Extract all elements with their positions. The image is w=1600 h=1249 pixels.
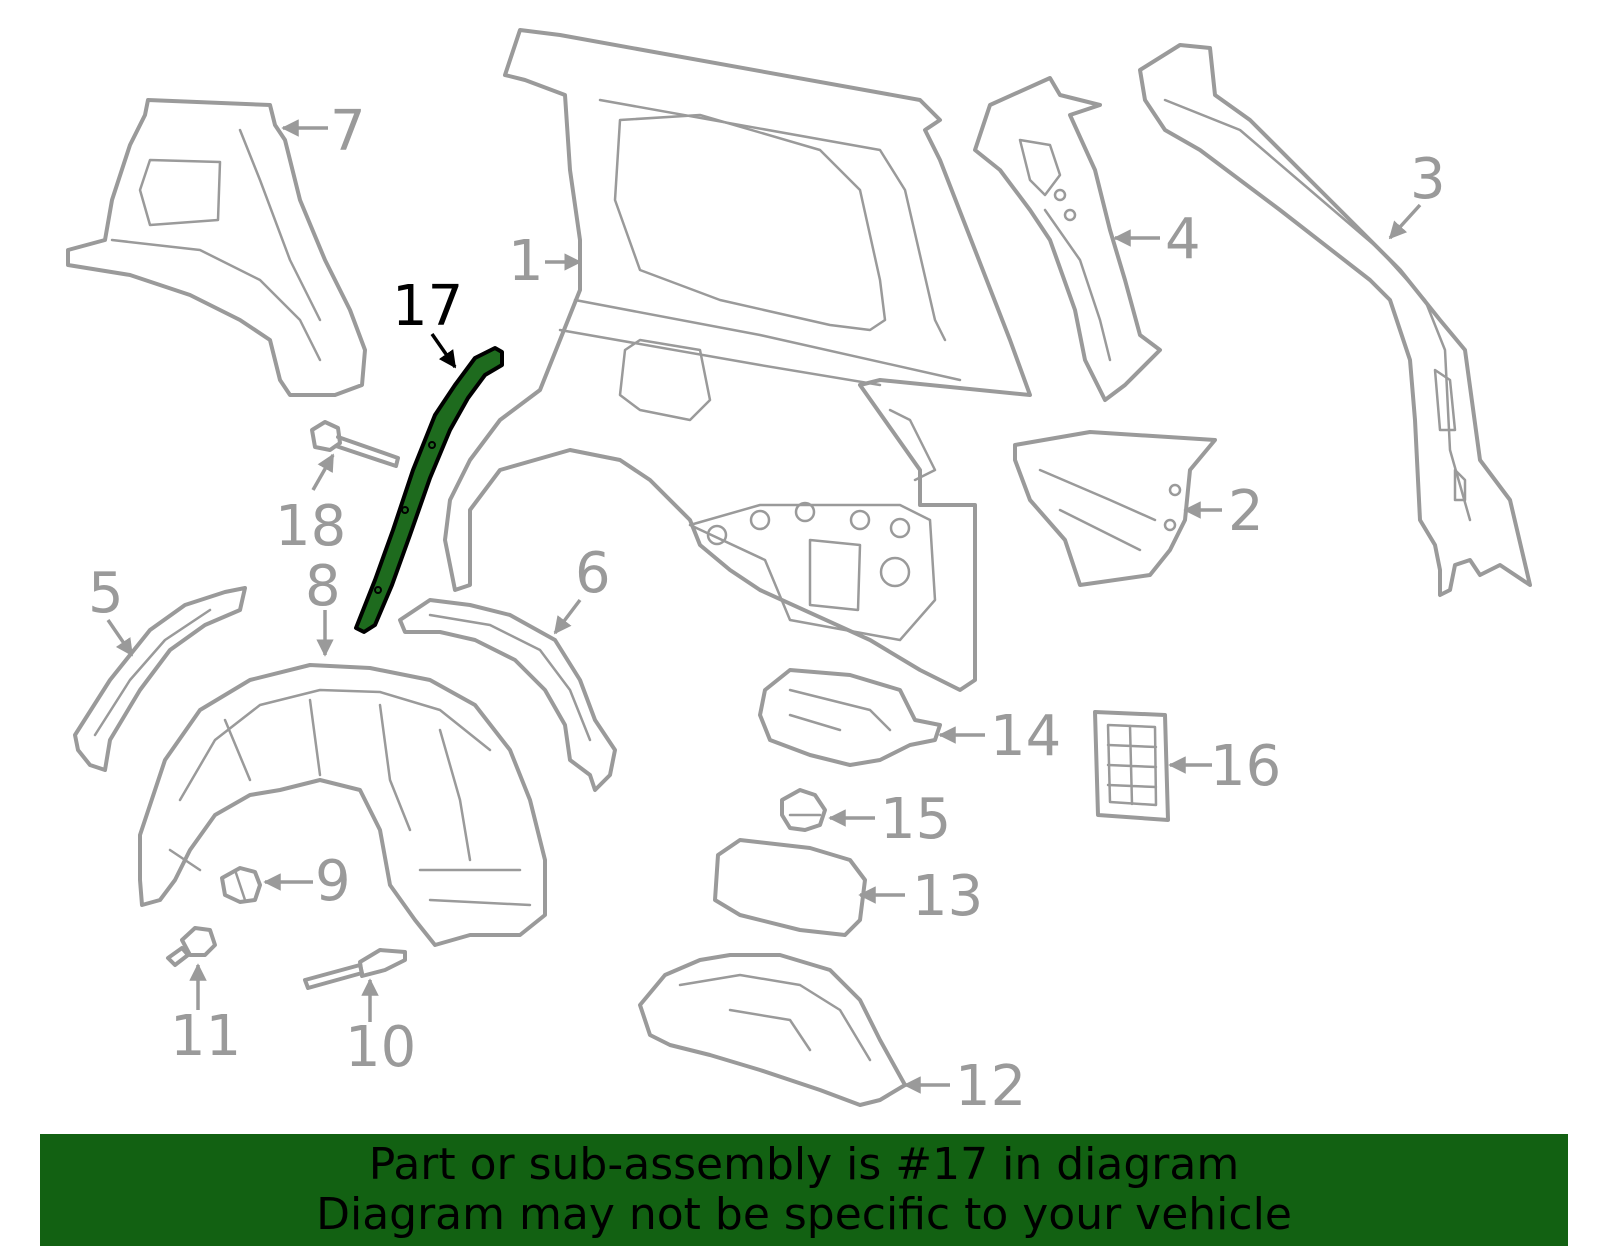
svg-text:17: 17 [392,274,463,339]
callout-17: 17 [392,274,463,369]
part-3-pillar-reinforcement[interactable] [1138,43,1532,597]
svg-text:15: 15 [880,787,951,852]
part-7-inner-quarter[interactable] [66,98,367,397]
part-13-fuel-door[interactable] [713,838,867,937]
svg-text:18: 18 [275,494,346,559]
part-14-fuel-housing[interactable] [758,668,942,767]
part-16-vent[interactable] [1093,710,1170,822]
callout-7: 7 [281,99,366,164]
callout-16: 16 [1168,734,1281,799]
svg-text:5: 5 [88,561,124,626]
callout-14: 14 [938,704,1061,769]
svg-text:6: 6 [575,541,611,606]
svg-text:16: 16 [1210,734,1281,799]
callout-11: 11 [170,963,241,1069]
part-9-push-pin[interactable] [220,866,262,904]
callout-4: 4 [1113,207,1201,272]
part-10-rivet[interactable] [303,948,407,990]
callout-18: 18 [275,453,346,559]
part-8-wheelhouse-liner[interactable] [138,663,547,947]
callout-3: 3 [1388,147,1446,240]
svg-text:4: 4 [1165,207,1201,272]
svg-text:3: 3 [1410,147,1446,212]
svg-text:10: 10 [345,1015,416,1080]
banner-line-disclaimer: Diagram may not be specific to your vehi… [316,1189,1292,1240]
info-banner: Part or sub-assembly is #17 in diagram D… [40,1134,1568,1246]
part-1-quarter-panel[interactable] [443,28,1032,692]
callout-1: 1 [508,229,582,294]
callout-12: 12 [903,1054,1026,1119]
part-15-grommet[interactable] [780,788,827,832]
part-17-molding[interactable] [354,346,504,634]
part-12-splash-shield[interactable] [638,953,907,1107]
svg-text:14: 14 [990,704,1061,769]
svg-text:13: 13 [912,864,983,929]
part-11-bolt[interactable] [166,926,217,967]
svg-text:12: 12 [955,1054,1026,1119]
part-2-bracket[interactable] [1013,430,1217,587]
part-4-inner-pillar[interactable] [973,76,1162,402]
part-6-wheelhouse-outer[interactable] [398,598,617,792]
svg-text:1: 1 [508,229,544,294]
banner-line-part: Part or sub-assembly is #17 in diagram [368,1139,1240,1190]
callout-5: 5 [88,561,134,657]
callout-8: 8 [305,554,341,657]
svg-text:11: 11 [170,1004,241,1069]
svg-text:9: 9 [315,849,351,914]
callout-2: 2 [1183,479,1264,544]
callout-13: 13 [858,864,983,929]
callout-6: 6 [553,541,611,635]
callout-9: 9 [263,849,351,914]
svg-text:8: 8 [305,554,341,619]
svg-text:7: 7 [330,99,366,164]
svg-text:2: 2 [1228,479,1264,544]
callout-10: 10 [345,978,416,1080]
part-18-pin-fastener[interactable] [310,420,400,468]
part-5-wheelhouse-extension[interactable] [73,586,247,772]
callout-15: 15 [828,787,951,852]
